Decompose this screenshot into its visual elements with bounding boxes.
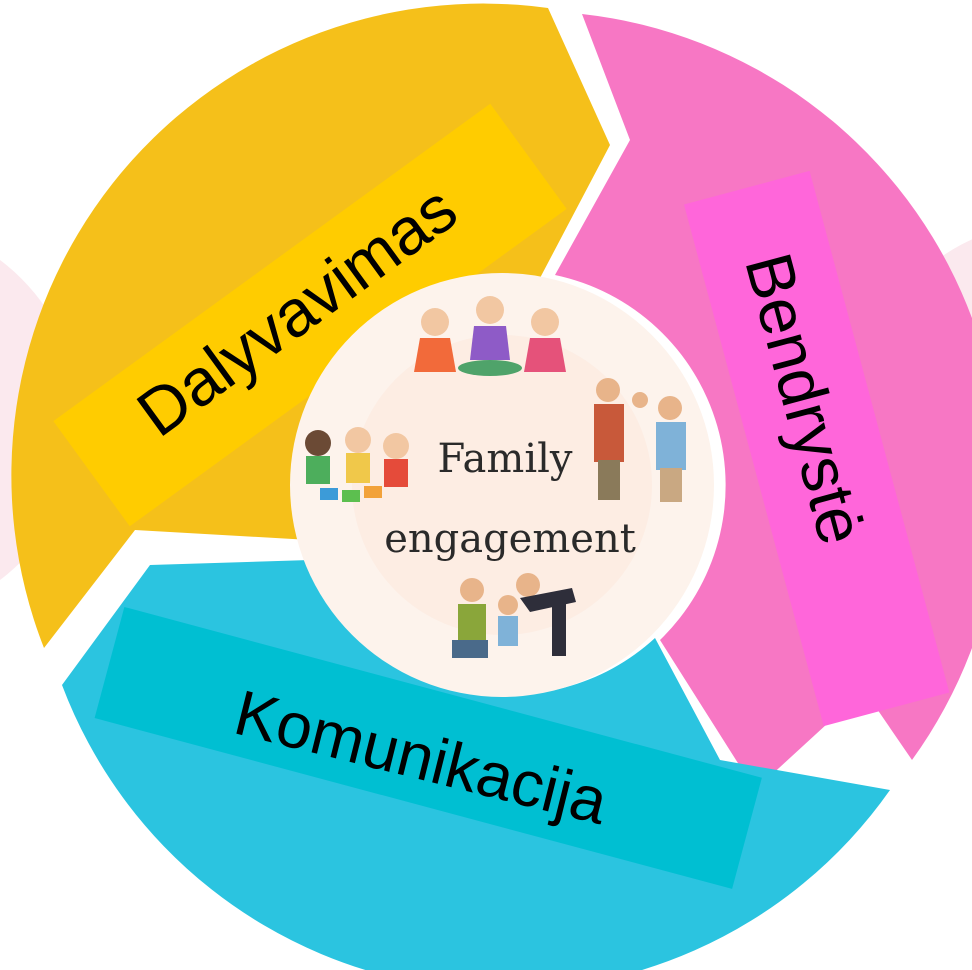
label-box-komunikacija (94, 606, 762, 889)
children-circle-illustration (414, 296, 566, 376)
family-waving-illustration (594, 378, 686, 502)
kids-puzzle-illustration (305, 427, 409, 502)
label-box-dalyvavimas (53, 103, 567, 527)
center-circle-halo (352, 335, 652, 635)
center-title-line1: Family (438, 436, 573, 482)
label-box-bendryste (683, 170, 950, 727)
center-title-line2: engagement (384, 516, 636, 562)
parents-child-illustration (452, 573, 576, 658)
